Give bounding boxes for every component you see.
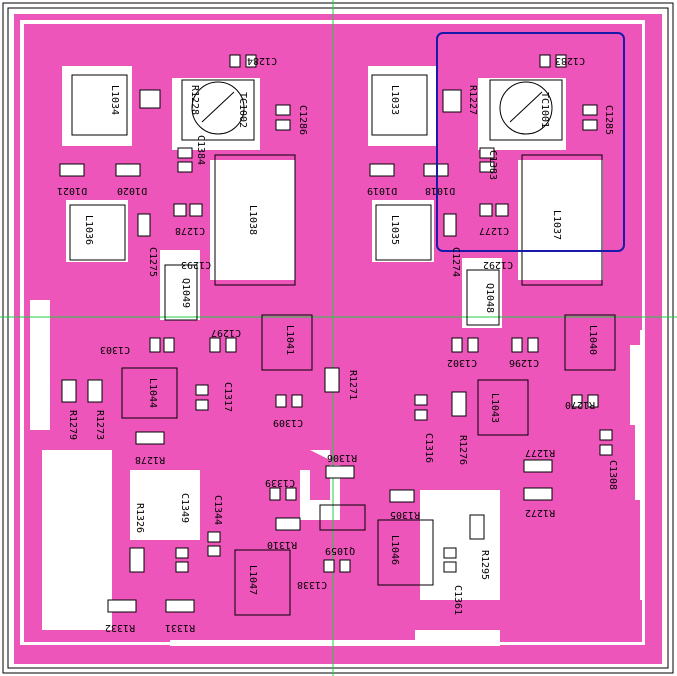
refdes-r1279: R1279 (67, 410, 78, 440)
selection-highlight-box[interactable] (436, 32, 625, 252)
refdes-q1049: Q1049 (180, 278, 191, 308)
refdes-l1040: L1040 (587, 325, 598, 355)
pads (59, 54, 613, 613)
refdes-r1305: R1305 (390, 509, 420, 520)
refdes-l1044: L1044 (147, 378, 158, 408)
refdes-c1292: C1292 (483, 259, 513, 270)
refdes-c1344: C1344 (212, 495, 223, 525)
refdes-r1228: R1228 (189, 85, 200, 115)
refdes-r1273: R1273 (94, 410, 105, 440)
refdes-l1035: L1035 (389, 215, 400, 245)
refdes-d1021: D1021 (57, 185, 87, 196)
board-inner-outline (7, 7, 669, 669)
refdes-c1286: C1286 (297, 105, 308, 135)
refdes-r1331: R1331 (165, 622, 195, 633)
refdes-q1059: Q1059 (325, 545, 355, 556)
refdes-c1278: C1278 (175, 225, 205, 236)
refdes-l1037: L1037 (551, 210, 562, 240)
refdes-r1227: R1227 (467, 85, 478, 115)
refdes-c1302: C1302 (447, 357, 477, 368)
refdes-l1047: L1047 (247, 565, 258, 595)
refdes-r1277: R1277 (525, 447, 555, 458)
refdes-c1303: C1303 (100, 344, 130, 355)
refdes-c1383: C1383 (487, 150, 498, 180)
refdes-l1038: L1038 (247, 205, 258, 235)
refdes-c1296: C1296 (509, 357, 539, 368)
refdes-c1316: C1316 (423, 433, 434, 463)
refdes-c1317: C1317 (222, 382, 233, 412)
refdes-r1272: R1272 (525, 507, 555, 518)
refdes-r1271: R1271 (347, 370, 358, 400)
refdes-r1295: R1295 (479, 550, 490, 580)
refdes-r1326: R1326 (134, 503, 145, 533)
refdes-c1339: C1339 (265, 477, 295, 488)
refdes-c1309: C1309 (273, 417, 303, 428)
refdes-q1048: Q1048 (484, 283, 495, 313)
refdes-c1285: C1285 (603, 105, 614, 135)
refdes-d1020: D1020 (117, 185, 147, 196)
refdes-c1283: C1283 (555, 55, 585, 66)
copper-traces (55, 310, 635, 515)
refdes-l1033: L1033 (389, 85, 400, 115)
refdes-l1041: L1041 (284, 325, 295, 355)
copper-pour-bottom-right (500, 500, 640, 640)
refdes-c1284: C1284 (247, 55, 277, 66)
refdes-l1036: L1036 (83, 215, 94, 245)
refdes-tc1002: TC1002 (237, 92, 248, 128)
refdes-l1043: L1043 (489, 393, 500, 423)
refdes-c1338: C1338 (297, 579, 327, 590)
refdes-c1293: C1293 (181, 259, 211, 270)
refdes-l1034: L1034 (109, 85, 120, 115)
refdes-c1361: C1361 (452, 585, 463, 615)
component-outlines (69, 74, 616, 616)
refdes-l1046: L1046 (389, 535, 400, 565)
refdes-r1270: R1270 (565, 399, 595, 410)
refdes-r1332: R1332 (105, 622, 135, 633)
refdes-c1349: C1349 (179, 493, 190, 523)
refdes-tc1001: TC1001 (539, 92, 550, 128)
refdes-r1278: R1278 (135, 454, 165, 465)
refdes-r1276: R1276 (457, 435, 468, 465)
refdes-d1018: D1018 (425, 185, 455, 196)
refdes-c1297: C1297 (211, 327, 241, 338)
refdes-c1308: C1308 (607, 460, 618, 490)
refdes-c1275: C1275 (147, 247, 158, 277)
refdes-r1306: R1306 (327, 452, 357, 463)
refdes-c1384: C1384 (195, 135, 206, 165)
refdes-r1310: R1310 (267, 539, 297, 550)
refdes-c1274: C1274 (450, 247, 461, 277)
refdes-d1019: D1019 (367, 185, 397, 196)
refdes-c1277: C1277 (479, 225, 509, 236)
